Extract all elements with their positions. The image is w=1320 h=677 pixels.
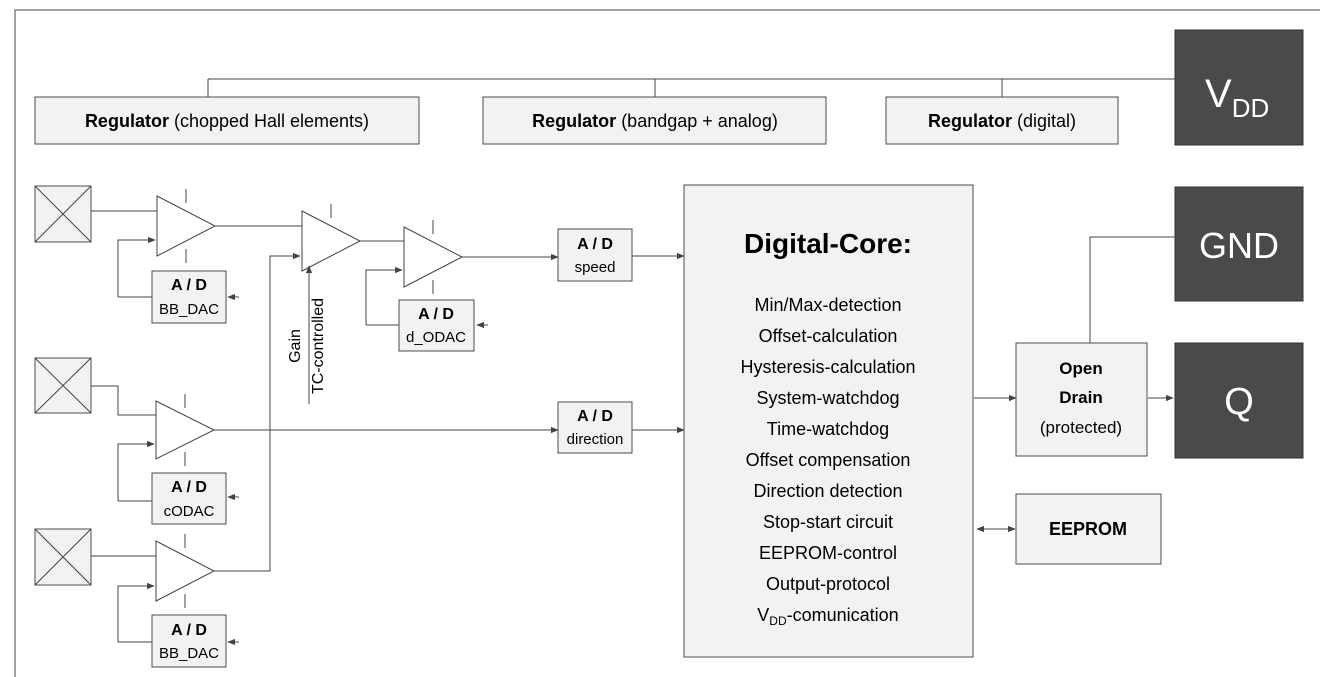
amplifier-gain bbox=[301, 204, 362, 272]
amplifier-5 bbox=[155, 534, 216, 608]
core-item: EEPROM-control bbox=[759, 543, 897, 563]
regulator-desc: (chopped Hall elements) bbox=[169, 111, 369, 131]
amplifier-1 bbox=[156, 189, 217, 263]
ad-sub-label: speed bbox=[575, 259, 616, 276]
gnd-label: GND bbox=[1199, 225, 1279, 266]
core-item: Offset compensation bbox=[746, 450, 911, 470]
core-item: Offset-calculation bbox=[759, 326, 898, 346]
svg-text:Regulator (chopped Hall elemen: Regulator (chopped Hall elements) bbox=[85, 111, 369, 131]
regulator-bold: Regulator bbox=[532, 111, 616, 131]
ad-sub-label: d_ODAC bbox=[406, 329, 466, 346]
diagram-frame bbox=[14, 9, 1320, 677]
core-item: System-watchdog bbox=[756, 388, 899, 408]
hall-element-2 bbox=[34, 357, 92, 414]
ad-label: A / D bbox=[418, 306, 454, 323]
svg-text:VDD: VDD bbox=[1205, 72, 1269, 123]
vdd-main: V bbox=[757, 605, 769, 625]
regulator-chopped-hall: Regulator (chopped Hall elements) bbox=[34, 96, 420, 145]
hall-element-3 bbox=[34, 528, 92, 586]
q-label: Q bbox=[1224, 381, 1254, 423]
ad-label: A / D bbox=[171, 479, 207, 496]
core-title: Digital-Core: bbox=[744, 228, 912, 259]
open-drain-box: Open Drain (protected) bbox=[1015, 342, 1148, 457]
ad-sub-label: cODAC bbox=[164, 503, 215, 520]
regulator-desc: (bandgap + analog) bbox=[616, 111, 778, 131]
pin-vdd: VDD bbox=[1174, 29, 1304, 146]
ad-bb-dac-1: A / D BB_DAC bbox=[151, 270, 227, 324]
amplifier-3 bbox=[403, 220, 464, 294]
core-item: Time-watchdog bbox=[767, 419, 889, 439]
regulator-desc: (digital) bbox=[1012, 111, 1076, 131]
amplifier-4 bbox=[155, 394, 216, 466]
ad-sub-label: direction bbox=[567, 431, 624, 448]
open-drain-line2: Drain bbox=[1059, 388, 1102, 407]
vdd-sub: DD bbox=[1232, 93, 1270, 123]
ad-codac: A / D cODAC bbox=[151, 472, 227, 525]
core-item: Stop-start circuit bbox=[763, 512, 893, 532]
ad-bb-dac-2: A / D BB_DAC bbox=[151, 614, 227, 668]
pin-q: Q bbox=[1174, 342, 1304, 459]
core-item: Output-protocol bbox=[766, 574, 890, 594]
core-item-rest: -comunication bbox=[787, 605, 899, 625]
ad-label: A / D bbox=[171, 622, 207, 639]
ad-label: A / D bbox=[577, 408, 613, 425]
gain-label-group: Gain TC-controlled bbox=[287, 298, 327, 394]
regulator-bold: Regulator bbox=[85, 111, 169, 131]
ad-d-odac: A / D d_ODAC bbox=[398, 299, 475, 352]
hall-element-1 bbox=[34, 185, 92, 243]
ad-sub-label: BB_DAC bbox=[159, 301, 219, 318]
svg-text:Regulator (digital): Regulator (digital) bbox=[928, 111, 1076, 131]
eeprom-box: EEPROM bbox=[1015, 493, 1162, 565]
core-item-vdd-communication: VDD-comunication bbox=[757, 605, 898, 628]
open-drain-line3: (protected) bbox=[1040, 418, 1122, 437]
signal-wires bbox=[91, 210, 1175, 646]
open-drain-line1: Open bbox=[1059, 359, 1102, 378]
ad-label: A / D bbox=[577, 236, 613, 253]
core-item: Direction detection bbox=[753, 481, 902, 501]
ad-label: A / D bbox=[171, 277, 207, 294]
core-item: Min/Max-detection bbox=[754, 295, 901, 315]
regulator-bandgap-analog: Regulator (bandgap + analog) bbox=[482, 96, 827, 145]
vdd-sub: DD bbox=[769, 614, 787, 628]
ad-direction: A / D direction bbox=[557, 401, 633, 454]
regulator-bold: Regulator bbox=[928, 111, 1012, 131]
core-function-list: Min/Max-detectionOffset-calculationHyste… bbox=[740, 295, 915, 594]
svg-text:Regulator (bandgap + analog): Regulator (bandgap + analog) bbox=[532, 111, 778, 131]
ad-sub-label: BB_DAC bbox=[159, 645, 219, 662]
pin-gnd: GND bbox=[1174, 186, 1304, 302]
core-item: Hysteresis-calculation bbox=[740, 357, 915, 377]
eeprom-label: EEPROM bbox=[1049, 519, 1127, 539]
regulator-digital: Regulator (digital) bbox=[885, 96, 1119, 145]
vdd-main: V bbox=[1205, 72, 1232, 116]
digital-core: Digital-Core: Min/Max-detectionOffset-ca… bbox=[683, 184, 974, 658]
gain-label: Gain bbox=[287, 329, 304, 363]
regulator-bus bbox=[207, 78, 1175, 97]
tc-controlled-label: TC-controlled bbox=[310, 298, 327, 394]
ad-speed: A / D speed bbox=[557, 228, 633, 282]
